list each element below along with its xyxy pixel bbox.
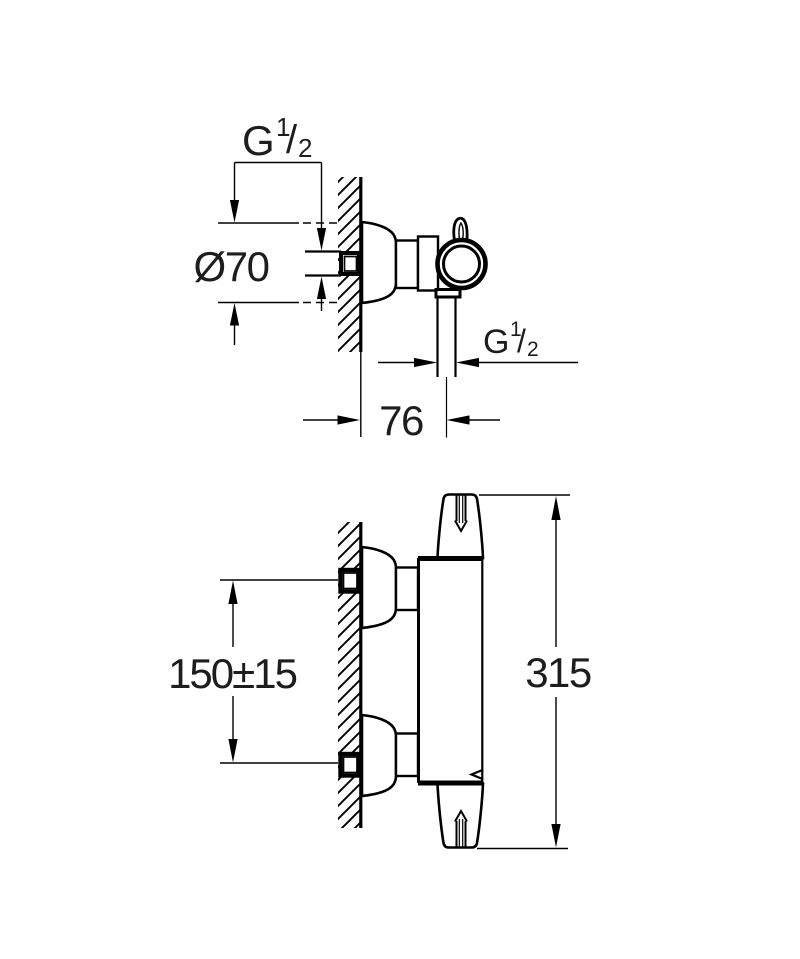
label-wall-thread-numerator: 1 <box>276 112 290 142</box>
escutcheon-side <box>360 220 398 305</box>
front-view: 150±15 315 <box>168 493 592 850</box>
grip-notch-top <box>454 495 468 534</box>
label-wall-thread-denominator: 2 <box>298 133 312 163</box>
inlet-stub-upper <box>394 566 420 612</box>
label-outlet-thread-numerator: 1 <box>510 318 522 341</box>
arrow-right <box>414 357 437 368</box>
dim-overall-height: 315 <box>477 494 592 850</box>
label-outlet-thread-base: G <box>483 323 509 361</box>
flow-marker <box>468 768 483 781</box>
handle-cap-top <box>436 493 485 560</box>
wall-union-nut-side <box>339 251 361 276</box>
label-wall-thread-base: G <box>242 117 275 164</box>
escutcheon-lower <box>360 713 398 798</box>
dim-wall-thread: G 1 / 2 <box>229 112 327 311</box>
valve-body-side <box>416 235 440 292</box>
arrow-left <box>446 415 470 425</box>
dim-escutcheon-diameter: Ø70 <box>194 222 338 345</box>
label-escutcheon-diameter: Ø70 <box>194 243 269 290</box>
escutcheon-upper <box>360 545 398 630</box>
label-outlet-thread-slash: / <box>517 323 526 359</box>
arrow-down-left <box>229 200 240 223</box>
label-overall-height: 315 <box>525 649 591 696</box>
wall-union-bore-lower <box>342 756 358 774</box>
arrow-up <box>551 496 561 520</box>
dim-connection-spacing: 150±15 <box>168 579 338 764</box>
arrow-left <box>456 357 479 368</box>
label-wall-to-outlet: 76 <box>379 397 423 444</box>
label-connection-spacing: 150±15 <box>168 650 296 697</box>
arrow-down-right <box>316 228 327 251</box>
arrow-down <box>551 824 561 848</box>
wall-union-nut-lower <box>338 751 362 778</box>
hose-collar <box>434 288 462 299</box>
dim-wall-to-outlet: 76 <box>303 397 500 444</box>
label-outlet-thread-denominator: 2 <box>527 338 539 361</box>
wall-hatching-front <box>338 522 361 828</box>
label-wall-thread-slash: / <box>286 118 298 162</box>
arrow-up <box>228 580 238 604</box>
grip-notch-bottom <box>454 808 468 847</box>
arrow-up-bottom <box>229 303 240 326</box>
dim-outlet-thread: G 1 / 2 <box>378 318 578 368</box>
inlet-stub-lower <box>394 732 420 778</box>
handle-ring-inner <box>442 244 481 284</box>
wall-union-nut-upper <box>338 567 362 594</box>
arrow-down <box>228 739 238 763</box>
wall-union-bore-upper <box>342 572 358 590</box>
side-view: G 1 / 2 Ø70 G 1 / 2 <box>194 112 578 444</box>
handle-cap-bottom <box>436 782 485 849</box>
wall-union-bore-side <box>343 255 358 272</box>
adapter-block <box>394 239 420 290</box>
arrow-up-stub <box>316 276 327 299</box>
mixer-body-fill <box>418 558 483 784</box>
arrow-right <box>337 415 360 425</box>
